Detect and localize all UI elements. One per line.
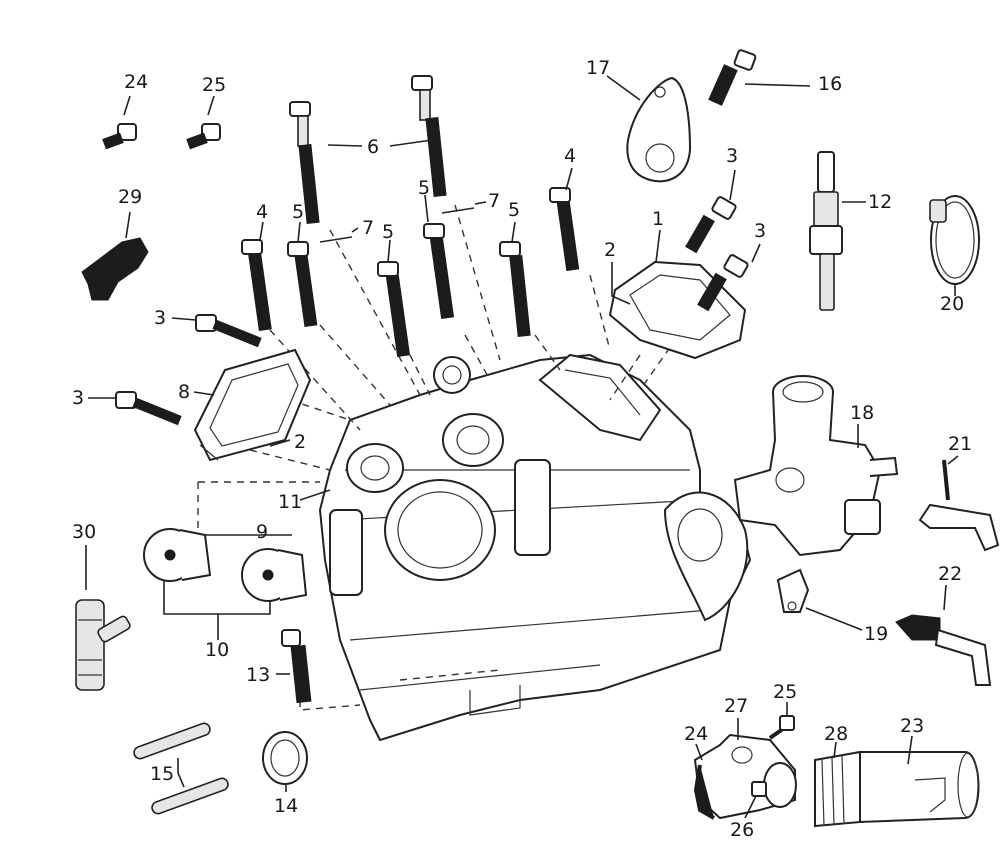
bolt-16 (708, 49, 757, 106)
caps-9 (143, 528, 308, 602)
callout-8: 8 (178, 381, 190, 403)
callout-12: 12 (868, 191, 892, 213)
callout-11: 11 (278, 491, 302, 513)
thermostat-housing-18 (733, 375, 899, 557)
callout-23: 24 (684, 723, 708, 745)
callout-27: 28 (824, 723, 848, 745)
cover-8 (193, 348, 312, 462)
callout-19: 19 (864, 623, 888, 645)
callout-16: 16 (818, 73, 842, 95)
seal-14 (262, 731, 308, 785)
plate-17 (626, 76, 692, 183)
bolt-5-a (287, 241, 318, 328)
studs-15 (133, 722, 229, 815)
part-19 (776, 568, 810, 613)
callout-4: 4 (564, 145, 576, 167)
callout-10: 10 (205, 639, 229, 661)
callout-25: 26 (730, 819, 754, 841)
hose-27 (814, 750, 861, 828)
bracket-21 (918, 459, 1000, 552)
callout-7: 7 (362, 217, 374, 239)
bolt-4-right (549, 187, 580, 272)
callout-3: 3 (72, 387, 84, 409)
bolt-6-right (411, 75, 447, 197)
callout-5: 5 (418, 177, 430, 199)
callout-2: 2 (294, 431, 306, 453)
callout-17: 17 (586, 57, 610, 79)
bolt-5-c (423, 223, 455, 320)
callout-24: 24 (124, 71, 148, 93)
callout-9: 9 (256, 521, 268, 543)
head-bolts (241, 75, 580, 358)
cylinder-head (318, 353, 752, 742)
callout-21: 21 (948, 433, 972, 455)
callout-29: 29 (118, 186, 142, 208)
callout-2: 2 (604, 239, 616, 261)
callout-5: 5 (292, 201, 304, 223)
hose-28 (859, 751, 980, 824)
callout-3: 3 (154, 307, 166, 329)
callout-18: 18 (850, 402, 874, 424)
callout-26: 27 (724, 695, 748, 717)
callout-labels: 24 25 6 4 5 7 5 5 7 5 4 2 1 3 3 3 3 8 2 … (72, 57, 972, 841)
injector-30 (75, 599, 131, 691)
callout-13: 13 (246, 664, 270, 686)
bolt-5-d (499, 241, 531, 337)
leader-lines (85, 75, 959, 819)
bolt-6-left (289, 101, 320, 224)
callout-28: 23 (900, 715, 924, 737)
washers-7 (319, 207, 475, 243)
clamp-20 (929, 195, 980, 285)
callout-5: 5 (508, 199, 520, 221)
bolt-13 (281, 629, 312, 704)
bolts-24 (102, 123, 221, 150)
callout-20: 20 (940, 293, 964, 315)
callout-30: 30 (72, 521, 96, 543)
callout-3: 3 (754, 220, 766, 242)
spark-plug-12 (809, 151, 843, 311)
callout-4: 4 (256, 201, 268, 223)
part-29 (81, 237, 149, 301)
bolt-4-left (241, 239, 272, 332)
callout-6: 6 (367, 136, 379, 158)
callout-24: 25 (202, 74, 226, 96)
cover-1 (608, 260, 747, 360)
callout-25: 25 (773, 681, 797, 703)
bolt-5-b (377, 261, 411, 358)
bolts-3 (115, 196, 749, 426)
housing-23 (693, 715, 797, 820)
callout-22: 22 (938, 563, 962, 585)
callout-14: 14 (274, 795, 298, 817)
sensor-22 (895, 614, 992, 686)
callout-7: 7 (488, 190, 500, 212)
callout-3: 3 (726, 145, 738, 167)
callout-1: 1 (652, 208, 664, 230)
callout-5: 5 (382, 221, 394, 243)
callout-15: 15 (150, 763, 174, 785)
